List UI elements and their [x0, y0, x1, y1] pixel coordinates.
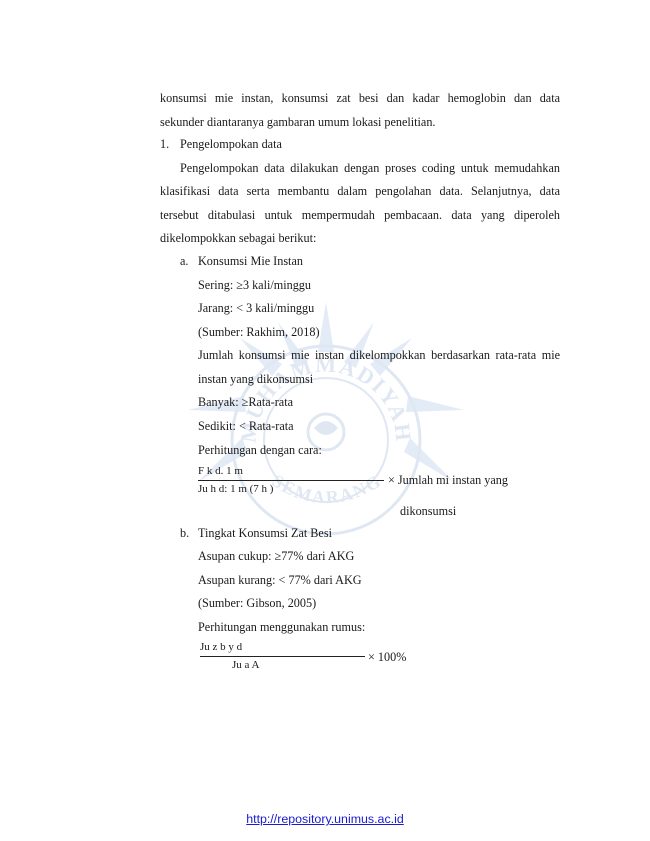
- item-a-jarang: Jarang: < 3 kali/minggu: [198, 301, 315, 315]
- body-line-1: Pengelompokan data dilakukan dengan pros…: [180, 161, 560, 175]
- item-b-source: (Sumber: Gibson, 2005): [198, 596, 317, 610]
- university-seal-watermark: MUHAMMADIYAH SEMARANG: [188, 302, 464, 536]
- footer: http://repository.unimus.ac.id: [0, 812, 650, 826]
- body-line-2: klasifikasi data serta membantu dalam pe…: [160, 184, 560, 198]
- item-b-fraction-multiplier: × 100%: [368, 650, 407, 664]
- seal-emblem-mark: [314, 421, 338, 435]
- item-b-fraction-numerator: Ju z b y d: [200, 641, 243, 653]
- item-a-desc-line-2: instan yang dikonsumsi: [198, 372, 314, 386]
- item-a-fraction-numerator: F k d. 1 m: [198, 465, 243, 477]
- item-b-kurang: Asupan kurang: < 77% dari AKG: [198, 573, 362, 587]
- body-line-4: dikelompokkan sebagai berikut:: [160, 231, 317, 245]
- item-a-sedikit: Sedikit: < Rata-rata: [198, 419, 294, 433]
- item-a-sering: Sering: ≥3 kali/minggu: [198, 278, 311, 292]
- repository-link[interactable]: http://repository.unimus.ac.id: [246, 812, 404, 826]
- section-number: 1.: [160, 137, 170, 151]
- intro-line-2: sekunder diantaranya gambaran umum lokas…: [160, 115, 436, 129]
- item-b-cukup: Asupan cukup: ≥77% dari AKG: [198, 549, 355, 563]
- seal-arc-bottom: SEMARANG: [268, 470, 383, 507]
- body-line-3: tersebut ditabulasi untuk mempermudah pe…: [160, 208, 560, 222]
- section-title: Pengelompokan data: [180, 137, 282, 151]
- svg-text:SEMARANG: SEMARANG: [268, 470, 385, 507]
- item-a-fraction-bar: [198, 480, 384, 481]
- item-a-marker: a.: [180, 254, 189, 268]
- item-a-fraction-denominator: Ju h d: 1 m (7 h ): [198, 483, 274, 495]
- item-b-calc-label: Perhitungan menggunakan rumus:: [198, 620, 366, 634]
- item-b-title: Tingkat Konsumsi Zat Besi: [198, 526, 332, 540]
- item-a-banyak: Banyak: ≥Rata-rata: [198, 395, 294, 409]
- item-b-fraction-bar: [200, 656, 365, 657]
- item-b-fraction-denominator: Ju a A: [232, 659, 260, 671]
- item-a-calc-label: Perhitungan dengan cara:: [198, 443, 322, 457]
- item-a-title: Konsumsi Mie Instan: [198, 254, 303, 268]
- intro-line-1: konsumsi mie instan, konsumsi zat besi d…: [160, 91, 560, 105]
- item-a-fraction-multiplier: × Jumlah mi instan yang: [388, 473, 508, 487]
- item-a-fraction-multiplier-cont: dikonsumsi: [400, 504, 457, 518]
- item-b-marker: b.: [180, 526, 190, 540]
- seal-emblem: [306, 412, 346, 452]
- seal-rays: [188, 302, 464, 482]
- item-a-desc-line-1: Jumlah konsumsi mie instan dikelompokkan…: [198, 348, 560, 362]
- item-a-source: (Sumber: Rakhim, 2018): [198, 325, 320, 339]
